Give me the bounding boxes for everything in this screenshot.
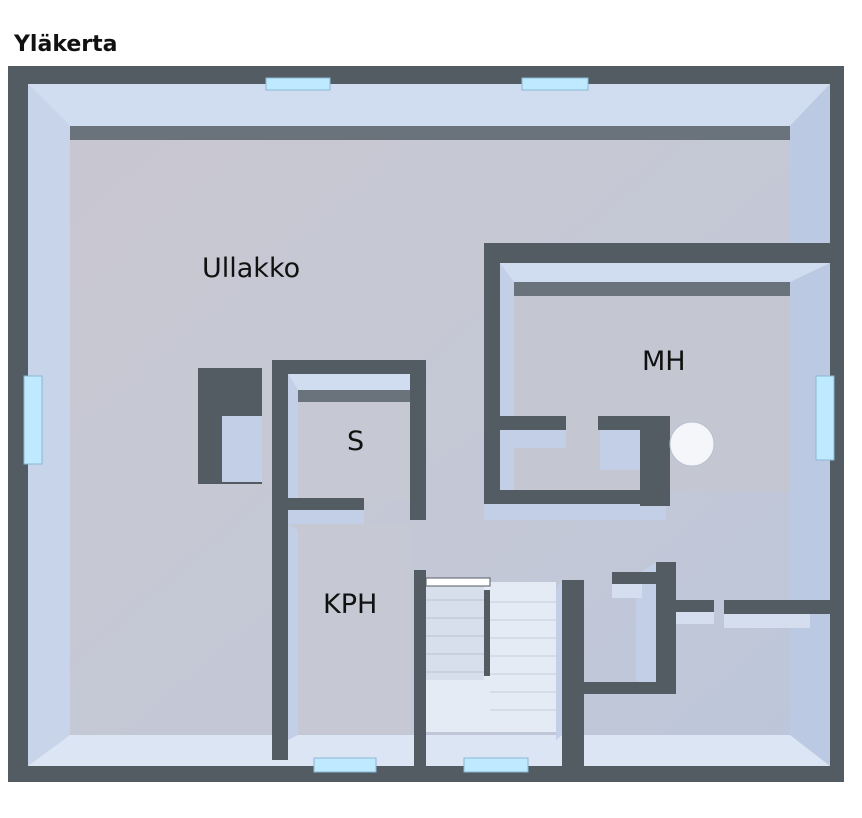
wall-face-left <box>28 84 70 766</box>
storage-wall-left <box>272 360 288 760</box>
storage-wall-face-left <box>288 374 298 508</box>
bedroom-wall <box>484 243 844 263</box>
storage-wall-face-top-dark <box>298 390 410 402</box>
window-top-right <box>521 77 589 91</box>
bedroom-wall-face-top <box>500 263 830 282</box>
bedroom-wall-face-top-dark <box>500 282 790 296</box>
bedroom-stub-left <box>500 416 566 430</box>
floorplan-title: Yläkerta <box>14 32 118 57</box>
bedroom-closet <box>640 416 670 506</box>
partition-stub-2-face <box>676 612 714 624</box>
window-top-left <box>265 77 331 91</box>
bedroom-wall-left <box>484 243 500 503</box>
bedroom-closet-face <box>600 430 640 470</box>
staircase <box>425 577 556 732</box>
partition-stub-1-face <box>612 584 642 598</box>
partition-stub-3 <box>724 600 844 614</box>
wall-face-bottom <box>28 735 830 766</box>
bedroom-wall-bottom <box>484 490 666 504</box>
window-bottom-left <box>313 757 377 773</box>
partition-horizontal <box>584 682 676 694</box>
bathroom-wall-right <box>414 570 426 766</box>
storage-wall-bottom <box>288 498 364 510</box>
storage-wall-face-top <box>288 374 410 390</box>
window-bottom-right <box>463 757 529 773</box>
room-label-bathroom: KPH <box>323 589 377 620</box>
room-label-bedroom: MH <box>642 346 686 377</box>
room-label-storage: S <box>347 426 364 457</box>
room-label-attic: Ullakko <box>202 253 300 284</box>
window-left <box>23 375 43 465</box>
wall-face-top-dark <box>70 126 790 140</box>
stair-wall-right <box>562 580 584 766</box>
storage-wall-bottom-face <box>288 510 364 524</box>
storage-wall-top <box>272 360 426 374</box>
bedroom-stub-left-face <box>500 430 566 448</box>
wall-face-top <box>28 84 830 126</box>
partition-stub-1 <box>612 572 656 584</box>
partition-vertical <box>656 562 676 690</box>
storage-wall-right <box>410 360 426 520</box>
bedroom-wall-face-left <box>500 263 514 496</box>
chimney-icon <box>669 421 715 467</box>
bathroom-floor <box>288 524 410 734</box>
partition-stub-3-face <box>724 614 810 628</box>
stair-wall-right-face <box>556 580 562 740</box>
bathroom-wall-face-left <box>288 524 298 740</box>
pillar-face <box>222 416 262 482</box>
bedroom-wall-bottom-face <box>484 504 666 520</box>
partition-stub-2 <box>676 600 714 612</box>
window-right <box>815 375 835 461</box>
